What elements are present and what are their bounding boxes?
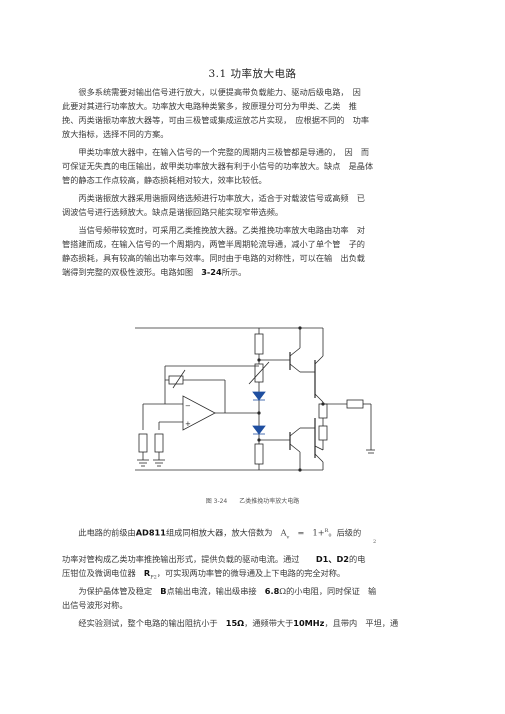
load-resistor bbox=[346, 399, 364, 409]
p1-line-2: 此要对其进行功率放大。功率放大电路种类繁多，按原理分可分为甲类、乙类 推 bbox=[62, 101, 357, 111]
after-line-6: 经实验测试，整个电路的输出阻抗小于 15Ω，通频带大于10MHz，且带内 平坦，… bbox=[62, 618, 399, 628]
op-amp-ad811-icon bbox=[182, 395, 216, 431]
p4-line-4-text: 端得到完整的双极性波形。电路如图 bbox=[62, 267, 202, 277]
section-title: 3.1 功率放大电路 bbox=[208, 68, 297, 80]
figure-caption: 图 3-24 乙类推挽功率放大电路 bbox=[0, 496, 505, 505]
after-line-3: 压钳位及微调电位器 RP2，可实现两功率管的微导通及上下电路的完全对称。 bbox=[62, 568, 346, 581]
emitter-resistor-upper bbox=[318, 403, 328, 419]
p2-line-2: 可保证无失真的电压输出，故甲类功率放大器有利于小信号的功率放大。缺点 是晶体 bbox=[62, 161, 374, 171]
p2-line-1: 甲类功率放大器中，在输入信号的一个完整的周期内三极管都是导通的， 因 而 bbox=[62, 147, 370, 157]
after-line-2: 功率对管构成乙类功率推挽输出形式，提供负载的驱动电流。通过 D1、D2的电 bbox=[62, 554, 366, 564]
figure-ref-suffix: 所示。 bbox=[221, 267, 247, 277]
bias-resistor-top bbox=[254, 333, 264, 355]
svg-text:+: + bbox=[185, 420, 191, 428]
p2-line-3: 管的静态工作点较高，静态损耗相对较大，效率比较低。 bbox=[62, 175, 267, 185]
diode-d1-icon bbox=[252, 391, 266, 401]
gain-fraction-subscript: 2 bbox=[373, 539, 377, 545]
figure-ref: 3-24 bbox=[201, 267, 222, 277]
p1-line-1: 很多系统需要对输出信号进行放大，以便提高带负载能力、驱动后级电路， 因 bbox=[62, 87, 361, 97]
p4-line-3: 静态损耗，具有较高的输出功率与效率。同时由于电路的对称性，可以在输 出负载 bbox=[62, 253, 365, 263]
after-line-1: 此电路的前级由AD811组成同相放大器，放大倍数为 Av = 1+R。后级的 bbox=[62, 527, 362, 541]
p4-line-1: 当信号频带较宽时，可采用乙类推挽放大器。乙类推挽功率放大电路由功率 对 bbox=[62, 225, 365, 235]
diode-d2-icon bbox=[252, 425, 266, 435]
svg-text:−: − bbox=[185, 402, 191, 410]
p3-line-2: 调波信号进行选频放大。缺点是谐振回路只能实现窄带选频。 bbox=[62, 207, 284, 217]
p4-line-2: 管搭建而成，在输入信号的一个周期内，两管半周期轮流导通，减小了单个管 子的 bbox=[62, 239, 365, 249]
p4-line-4: 端得到完整的双极性波形。电路如图 3-24所示。 bbox=[62, 267, 442, 278]
chip-ad811: AD811 bbox=[135, 527, 166, 538]
rp2-arrow bbox=[248, 361, 270, 385]
after-line-4: 为保护晶体管及稳定 B点输出电流，输出级串接 6.8Ω的小电阻，同时保证 输 bbox=[62, 586, 377, 596]
caption-number: 图 3-24 bbox=[205, 498, 228, 505]
input-resistor-r1 bbox=[138, 433, 148, 453]
emitter-resistor-lower bbox=[318, 425, 328, 441]
p1-line-4: 放大指标，选择不同的方案。 bbox=[62, 129, 169, 139]
diodes-d1-d2: D1、D2 bbox=[315, 554, 350, 564]
push-pull-amplifier-circuit: − + bbox=[135, 326, 375, 472]
input-resistor-r3 bbox=[154, 433, 164, 453]
caption-text: 乙类推挽功率放大电路 bbox=[239, 498, 300, 505]
p3-line-1: 丙类谐振放大器采用谐振网络选频进行功率放大，适合于对载波信号或高频 已 bbox=[62, 193, 365, 203]
p1-line-3: 挽、丙类谐振功率放大器等，可由三极管或集成运放芯片实现， 应根据不同的 功率 bbox=[62, 115, 370, 125]
bias-resistor-bottom bbox=[254, 443, 264, 465]
after-line-5: 出信号波形对称。 bbox=[62, 600, 128, 610]
